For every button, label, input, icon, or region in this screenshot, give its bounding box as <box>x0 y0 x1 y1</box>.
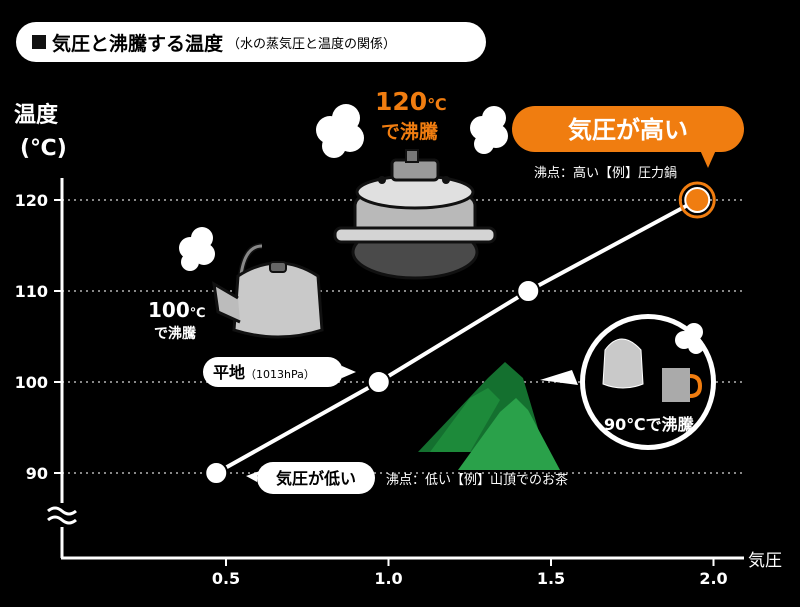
x-tick-label-2: 1.5 <box>537 569 565 588</box>
axis-break-symbol <box>47 506 77 525</box>
chart-title: 気圧と沸騰する温度 （水の蒸気圧と温度の関係） <box>16 22 486 62</box>
x-tick-label-1: 1.0 <box>374 569 402 588</box>
y-axis-label-line1: 温度 <box>14 102 59 128</box>
pressure-cooker-temp: 120 <box>375 87 427 116</box>
flatland-pressure: （1013hPa） <box>245 368 315 381</box>
y-tick-label-110: 110 <box>15 282 48 301</box>
flatland-label: 平地 <box>213 363 245 382</box>
y-tick-label-90: 90 <box>26 464 48 483</box>
kettle-temp-label: 100℃ <box>148 298 206 322</box>
low-pressure-text: 気圧が低い <box>276 469 356 488</box>
high-pressure-bubble: 気圧が高い <box>512 106 744 168</box>
title-text: 気圧と沸騰する温度 <box>52 32 224 55</box>
low-pressure-note: 沸点：低い【例】山頂でのお茶 <box>386 472 568 488</box>
data-point-0 <box>204 461 229 485</box>
low-pressure-pill: 気圧が低い <box>246 462 375 494</box>
highlight-ring <box>678 181 716 219</box>
high-pressure-bubble-text: 気圧が高い <box>568 116 688 144</box>
data-point-1 <box>366 370 391 394</box>
kettle-icon <box>212 243 324 339</box>
title-square-icon <box>32 35 46 49</box>
x-tick-label-3: 2.0 <box>699 569 727 588</box>
data-point-2 <box>516 279 541 303</box>
kettle-unit: ℃ <box>190 306 206 321</box>
high-pressure-note: 沸点：高い【例】圧力鍋 <box>534 165 677 181</box>
pressure-cooker-unit: ℃ <box>427 95 446 114</box>
y-axis-label-line2: (℃) <box>20 136 67 161</box>
mountain-temp-label: 90℃で沸騰 <box>604 415 695 434</box>
boiling-point-line <box>215 198 699 475</box>
subtitle-text: （水の蒸気圧と温度の関係） <box>227 36 397 52</box>
steam-cloud-icon <box>179 104 508 271</box>
flatland-pill: 平地（1013hPa） <box>203 357 356 387</box>
pressure-cooker-temp-label: 120℃ <box>375 87 447 116</box>
x-tick-label-0: 0.5 <box>212 569 240 588</box>
y-tick-label-100: 100 <box>15 373 48 392</box>
x-axis-label: 気圧 <box>748 551 782 571</box>
pressure-cooker-boil: で沸騰 <box>381 120 439 143</box>
flatland-text: 平地（1013hPa） <box>213 363 315 382</box>
pressure-cooker-icon <box>333 149 497 280</box>
y-tick-label-120: 120 <box>15 191 48 210</box>
data-point-3 <box>684 187 711 213</box>
kettle-temp: 100 <box>148 298 190 322</box>
mountain-tea-circle <box>540 314 716 450</box>
mountain-illustration <box>418 362 560 470</box>
kettle-boil: で沸騰 <box>154 325 197 342</box>
